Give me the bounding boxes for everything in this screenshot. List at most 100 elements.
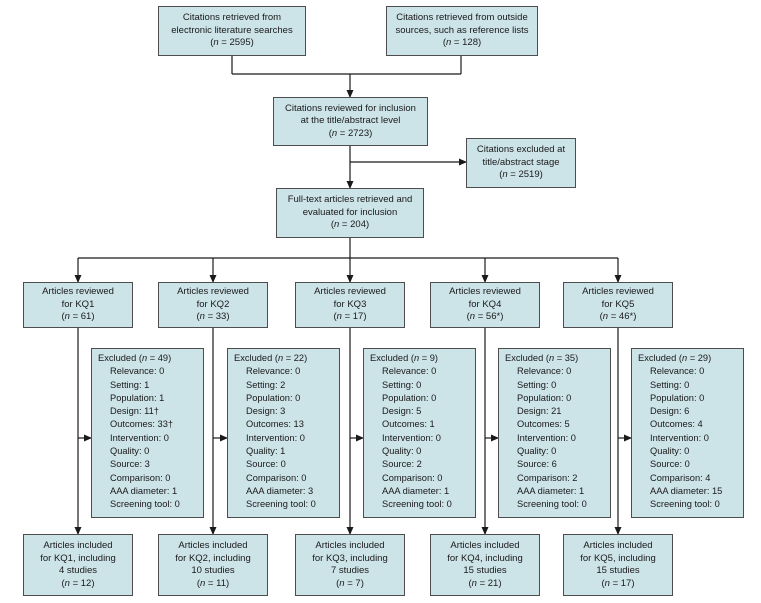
exclusion-reason-label: Intervention bbox=[650, 432, 699, 443]
exclusion-reason: Comparison: 4 bbox=[638, 472, 738, 485]
exclusion-reason: Comparison: 0 bbox=[370, 472, 470, 485]
exclusion-reason-separator: : bbox=[700, 472, 706, 483]
exclusion-reason-separator: : bbox=[138, 379, 145, 390]
exclusion-reason-separator: : bbox=[158, 432, 164, 443]
included-count: (n = 17) bbox=[601, 577, 635, 589]
box-outside-sources: Citations retrieved from outside sources… bbox=[386, 6, 538, 56]
exclusion-reason-count: 0 bbox=[570, 432, 576, 443]
exclusion-reason-label: Relevance bbox=[517, 366, 561, 377]
reviewed-line2: at the title/abstract level bbox=[300, 115, 401, 127]
exclusion-reason-count: 0 bbox=[684, 379, 690, 390]
exclusion-reason: Design: 3 bbox=[234, 405, 334, 418]
exclusion-reason-count: 0 bbox=[446, 499, 452, 510]
exclusion-reason-separator: : bbox=[169, 499, 175, 510]
exclusion-reason-separator: : bbox=[693, 366, 700, 377]
box-title-abstract-review: Citations reviewed for inclusion at the … bbox=[273, 97, 428, 146]
exclusion-reason: Screening tool: 0 bbox=[370, 498, 470, 511]
exclusion-reason: Intervention: 0 bbox=[370, 432, 470, 445]
exclusion-reason-separator: : bbox=[692, 419, 698, 430]
exclusion-reason: Relevance: 0 bbox=[234, 365, 334, 378]
exclusion-reason-count: 3 bbox=[280, 406, 286, 417]
reviewed-count: (n = 17) bbox=[333, 311, 367, 323]
exclusion-reason: Population: 0 bbox=[638, 392, 738, 405]
exclusion-reason-separator: : bbox=[567, 472, 573, 483]
box-articles-included-kq4: Articles included for KQ4, including 15 … bbox=[430, 534, 540, 596]
exclusion-reason-label: Screening tool bbox=[246, 499, 306, 510]
included-line2: for KQ2, including bbox=[175, 552, 251, 564]
exclusion-reason-count: 1 bbox=[579, 485, 585, 496]
exclusion-reason: Intervention: 0 bbox=[638, 432, 738, 445]
exclusion-reason-count: 0 bbox=[431, 366, 437, 377]
exclusion-reason-separator: : bbox=[545, 446, 552, 457]
exclusion-reason-count: 0 bbox=[699, 366, 705, 377]
exclusion-reason-count: 0 bbox=[301, 472, 307, 483]
exclusion-reason-label: Comparison bbox=[650, 472, 701, 483]
reviewed-label-line2: for KQ5 bbox=[601, 298, 635, 310]
exclusion-reason-label: Intervention bbox=[246, 432, 295, 443]
excluded-title-line1: Citations excluded at bbox=[476, 144, 566, 156]
box-articles-included-kq3: Articles included for KQ3, including 7 s… bbox=[295, 534, 405, 596]
exclusion-reason-separator: : bbox=[410, 446, 417, 457]
exclusion-reason-label: Setting bbox=[110, 379, 139, 390]
included-line2: for KQ1, including bbox=[40, 552, 116, 564]
reviewed-count: (n = 61) bbox=[61, 311, 95, 323]
exclusion-reason-separator: : bbox=[546, 459, 552, 470]
exclusion-reason-count: 3 bbox=[144, 459, 150, 470]
exclusion-reason: Outcomes: 13 bbox=[234, 418, 334, 431]
box-articles-included-kq1: Articles included for KQ1, including 4 s… bbox=[23, 534, 133, 596]
box-electronic-search: Citations retrieved from electronic lite… bbox=[158, 6, 306, 56]
box-articles-reviewed-kq3: Articles reviewed for KQ3 (n = 17) bbox=[295, 282, 405, 328]
exclusion-reason: Source: 0 bbox=[638, 458, 738, 471]
exclusion-reason-label: Comparison bbox=[110, 472, 161, 483]
reviewed-label-line1: Articles reviewed bbox=[314, 286, 386, 298]
exclusion-reason-count: 2 bbox=[416, 459, 422, 470]
included-line1: Articles included bbox=[450, 540, 520, 551]
reviewed-label-line2: for KQ4 bbox=[468, 298, 502, 310]
exclusion-reason-separator: : bbox=[296, 472, 302, 483]
exclusion-reason-separator: : bbox=[138, 446, 145, 457]
exclusion-reason: Intervention: 0 bbox=[234, 432, 334, 445]
exclusion-reason-label: Population bbox=[110, 392, 154, 403]
exclusion-reason-count: 0 bbox=[416, 379, 422, 390]
exclusion-reason-separator: : bbox=[305, 499, 311, 510]
exclusion-reason-label: AAA diameter bbox=[517, 485, 574, 496]
exclusion-reason: Design: 6 bbox=[638, 405, 738, 418]
exclusion-reason: Design: 11† bbox=[98, 405, 198, 418]
exclusion-reason-count: 0 bbox=[144, 446, 150, 457]
exclusion-reason: Quality: 1 bbox=[234, 445, 334, 458]
exclusion-reason-label: Population bbox=[517, 392, 561, 403]
included-line1: Articles included bbox=[178, 540, 248, 551]
exclusion-reason: Design: 5 bbox=[370, 405, 470, 418]
exclusion-reason-count: 0 bbox=[699, 392, 705, 403]
exclusion-reason-label: Intervention bbox=[517, 432, 566, 443]
exclusion-reason: Setting: 0 bbox=[370, 379, 470, 392]
exclusion-reason-label: AAA diameter bbox=[650, 485, 707, 496]
exclusion-reason: Relevance: 0 bbox=[505, 365, 605, 378]
included-count: (n = 21) bbox=[468, 577, 502, 589]
exclusion-reason-count: 0 bbox=[566, 392, 572, 403]
excluded-title-count: (n = 2519) bbox=[499, 169, 543, 181]
exclusion-reason: Intervention: 0 bbox=[98, 432, 198, 445]
exclusion-reason-separator: : bbox=[678, 446, 685, 457]
exclusion-reason: Source: 2 bbox=[370, 458, 470, 471]
exclusion-reason: Design: 21 bbox=[505, 405, 605, 418]
exclusion-reason-label: Relevance bbox=[246, 366, 290, 377]
exclusion-reason-separator: : bbox=[576, 499, 582, 510]
exclusion-reason-count: 21 bbox=[551, 406, 562, 417]
exclusion-reason-separator: : bbox=[274, 406, 281, 417]
exclusion-reason-separator: : bbox=[138, 406, 145, 417]
exclusion-reason-label: Population bbox=[650, 392, 694, 403]
exclusion-reason-label: Screening tool bbox=[110, 499, 170, 510]
exclusion-reason-count: 0 bbox=[714, 499, 720, 510]
exclusion-reason-count: 4 bbox=[705, 472, 711, 483]
reviewed-label-line2: for KQ3 bbox=[333, 298, 367, 310]
exclusion-reason-label: Quality bbox=[110, 446, 139, 457]
included-line1: Articles included bbox=[583, 540, 653, 551]
exclusion-reason-label: Setting bbox=[650, 379, 679, 390]
exclusion-reason-count: 2 bbox=[280, 379, 286, 390]
excluded-title-line2: title/abstract stage bbox=[482, 156, 560, 168]
exclusion-reason-label: Intervention bbox=[382, 432, 431, 443]
excluded-heading: Excluded (n = 29) bbox=[638, 353, 712, 363]
exclusion-reason-separator: : bbox=[153, 366, 160, 377]
